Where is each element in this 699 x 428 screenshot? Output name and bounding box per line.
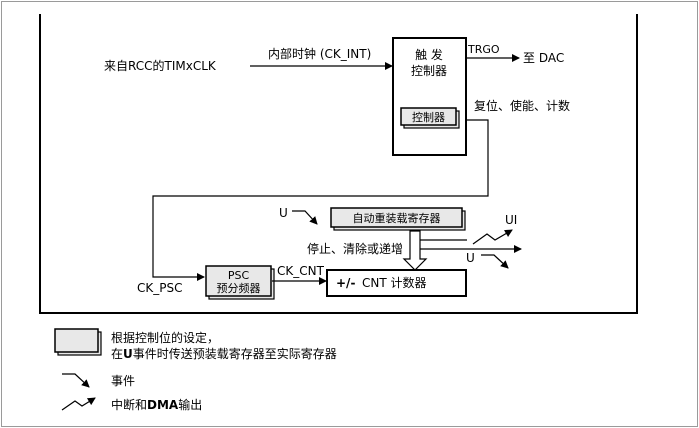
auto-reload-register-box [330,207,463,228]
legend-shadow-desc-2: 在U事件时传送预装载寄存器至实际寄存器 [111,346,337,361]
ck-cnt-label: CK_CNT [277,264,325,278]
psc-prescaler-box [205,265,272,297]
timer-enclosure [39,14,638,314]
interrupt-arrow-icon [472,229,513,245]
controller-register-label: 控制器 [412,110,445,124]
interrupt-arrow-icon [61,397,96,411]
psc-subtitle: 预分频器 [217,281,261,295]
ck-psc-label: CK_PSC [137,281,182,295]
u-event-label: U [279,206,288,220]
stop-clear-label: 停止、清除或递增 [307,241,403,256]
legend-event-label: 事件 [111,374,135,388]
event-arrow-icon [292,210,318,225]
cnt-sign: +/- [336,276,355,290]
legend-shadow-box [54,328,99,353]
cnt-counter-box [326,269,467,297]
legend-shadow-desc-1: 根据控制位的设定， [111,330,219,345]
u-output-label: U [466,251,475,265]
ui-label: UI [505,213,517,227]
psc-title: PSC [228,269,250,282]
source-clock-label: 来自RCC的TIMxCLK [104,58,217,73]
auto-reload-register-label: 自动重装载寄存器 [353,211,441,225]
internal-clock-label: 内部时钟 (CK_INT) [268,46,371,61]
legend-interrupt-label: 中断和DMA输出 [111,397,202,412]
trigger-controller-title-2: 控制器 [411,64,447,78]
controller-to-psc-line [152,119,489,281]
trgo-label: TRGO [467,43,500,56]
cnt-counter-label: CNT 计数器 [362,275,427,290]
reset-enable-count-label: 复位、使能、计数 [474,98,570,113]
transfer-arrow [402,230,428,271]
event-arrow-icon [481,254,509,269]
trigger-controller-box [392,37,467,156]
trigger-controller-title-1: 触 发 [415,47,443,62]
controller-register-box [400,107,457,126]
event-arrow-icon [62,373,90,388]
dac-label: 至 DAC [523,51,564,65]
